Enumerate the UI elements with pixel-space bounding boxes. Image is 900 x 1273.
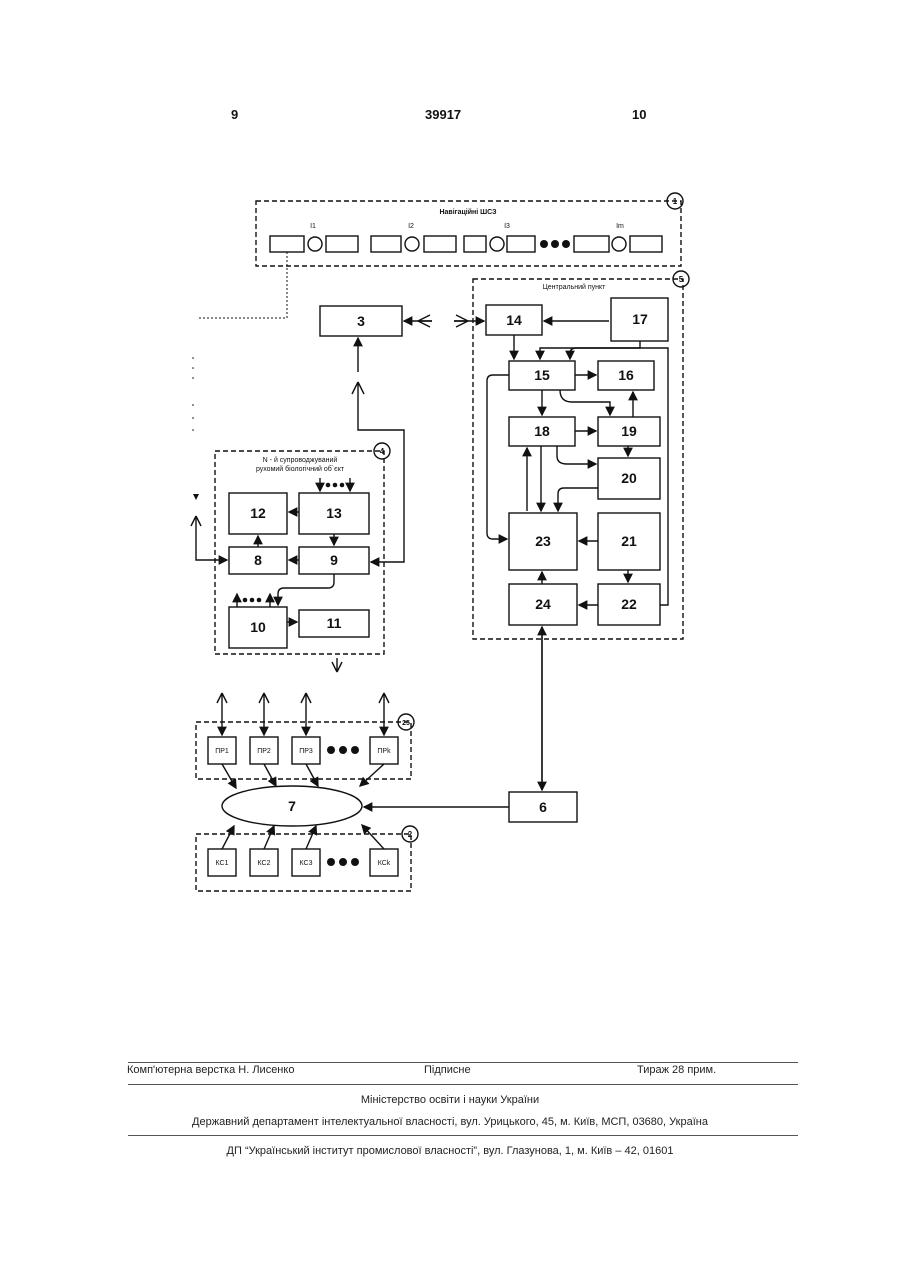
footer-ministry: Міністерство освіти і науки України (0, 1094, 900, 1106)
circle-number-5: 5 (679, 275, 684, 284)
block-label: 20 (621, 470, 637, 486)
circle-number-2: 2 (408, 830, 413, 839)
station-label: КС1 (216, 860, 229, 867)
footer-institute: ДП “Український інститут промислової вла… (0, 1145, 900, 1157)
receiver-label: ПР1 (215, 748, 229, 755)
block-label: 9 (330, 552, 338, 568)
block-label: 14 (506, 312, 522, 328)
circle-number-25: 25 (402, 720, 410, 727)
block-label: 16 (618, 367, 634, 383)
station-label: КС2 (258, 860, 271, 867)
receiver-label: ПР3 (299, 748, 313, 755)
central-point-label: Центральний пункт (543, 283, 607, 291)
block-label: 22 (621, 596, 637, 612)
block-label: 6 (539, 799, 547, 815)
block-label: 19 (621, 423, 637, 439)
block-label: 24 (535, 596, 551, 612)
footer-department: Державний департамент інтелектуальної вл… (0, 1116, 900, 1128)
block-label: 21 (621, 533, 637, 549)
station-label: КСk (378, 860, 391, 867)
block-label: 11 (327, 615, 342, 631)
block-label: 3 (357, 313, 365, 329)
satellite-label: I1 (310, 223, 316, 230)
station-label: КС3 (300, 860, 313, 867)
block-label: 18 (534, 423, 550, 439)
central-point-group (473, 279, 683, 639)
satellite-label: I2 (408, 223, 414, 230)
block-label: 10 (250, 619, 266, 635)
receiver-label: ПР2 (257, 748, 271, 755)
footer-rule-bottom (128, 1135, 798, 1136)
receiver-label: ПРk (377, 748, 391, 755)
circle-number-4: 4 (380, 447, 385, 456)
object-label-line2: рухомий біологічний об`єкт (256, 465, 345, 473)
footer-rule-mid (128, 1084, 798, 1085)
block-label: 12 (250, 505, 266, 521)
block-label: 17 (632, 311, 648, 327)
block-label: 13 (326, 505, 342, 521)
block-label: 23 (535, 533, 551, 549)
block-label: 15 (534, 367, 550, 383)
satellite-label: I3 (504, 223, 510, 230)
satellite-label: Im (616, 223, 624, 230)
footer-layout: Комп'ютерна верстка Н. Лисенко (127, 1064, 294, 1076)
circle-number-1: 1 (673, 197, 678, 206)
footer-signed: Підписне (424, 1064, 471, 1076)
footer-print-run: Тираж 28 прим. (637, 1064, 716, 1076)
navigation-label: Навігаційні ШСЗ (439, 208, 497, 216)
footer-rule-top (128, 1062, 798, 1063)
block-label: 8 (254, 552, 262, 568)
block-label: 7 (288, 798, 296, 814)
object-label-line1: N - й супроводжуваний (263, 456, 338, 464)
